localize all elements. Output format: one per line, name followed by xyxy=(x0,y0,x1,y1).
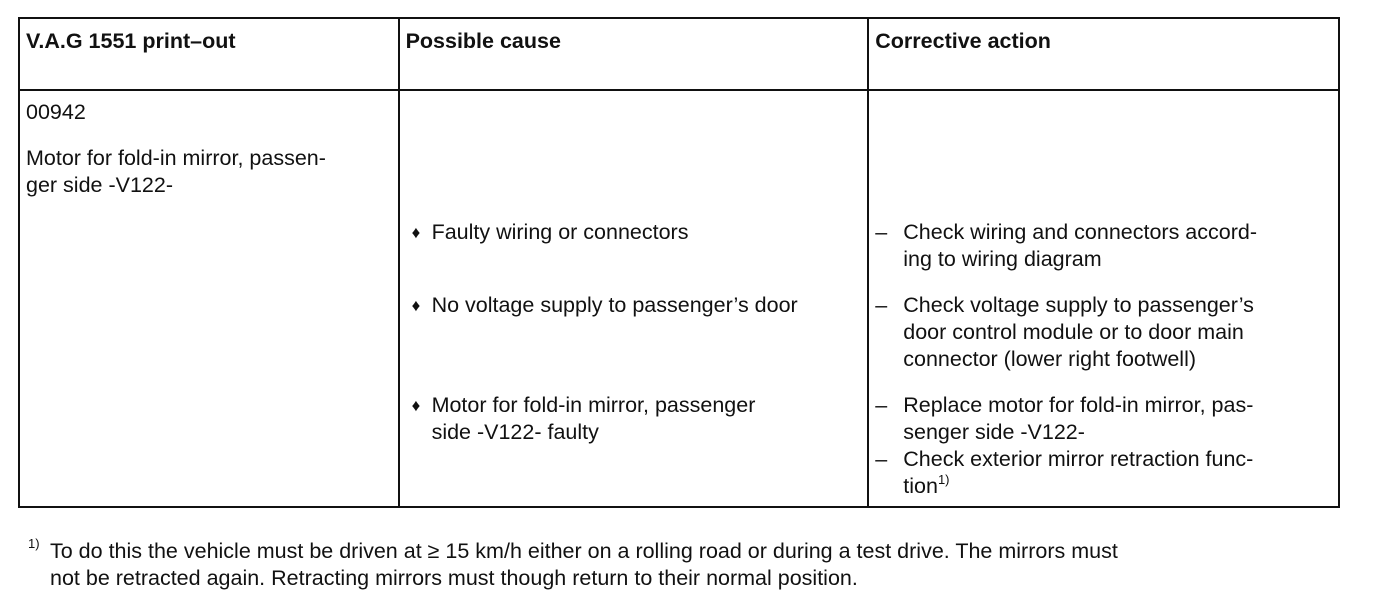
dash-bullet: – xyxy=(875,447,888,471)
action-text-tail: tion xyxy=(903,474,938,498)
action-text: ing to wiring diagram xyxy=(903,247,1102,271)
cause-text: Faulty wiring or connectors xyxy=(431,220,689,244)
action-text: door control module or to door main xyxy=(903,320,1244,344)
dash-bullet: – xyxy=(875,293,888,317)
fault-table: V.A.G 1551 print–out Possible cause Corr… xyxy=(18,17,1340,508)
table-row: 00942 Motor for fold-in mirror, passen- … xyxy=(18,89,1340,508)
cause-cell: ♦ Faulty wiring or connectors ♦ No volta… xyxy=(397,89,870,508)
header-printout-label: V.A.G 1551 print–out xyxy=(26,29,236,53)
cause-item: ♦ Motor for fold-in mirror, passenger si… xyxy=(412,392,862,446)
header-cause-label: Possible cause xyxy=(405,29,561,53)
component-name: Motor for fold-in mirror, passen- ger si… xyxy=(26,145,386,199)
diamond-bullet-icon: ♦ xyxy=(411,296,421,315)
fault-code: 00942 xyxy=(26,100,86,124)
footnote-mark: 1) xyxy=(28,536,40,551)
component-line: ger side -V122- xyxy=(26,173,173,197)
cause-item: ♦ Faulty wiring or connectors xyxy=(412,219,862,246)
cause-text: Motor for fold-in mirror, passenger xyxy=(431,393,756,417)
table-header-row: V.A.G 1551 print–out Possible cause Corr… xyxy=(18,17,1340,91)
action-text: Check voltage supply to passenger’s xyxy=(903,293,1254,317)
footnote: 1) To do this the vehicle must be driven… xyxy=(28,536,1348,592)
footnote-ref[interactable]: 1) xyxy=(937,472,950,487)
header-cause: Possible cause xyxy=(397,17,870,91)
action-item: – Check voltage supply to passenger’s do… xyxy=(875,292,1325,373)
footnote-line: To do this the vehicle must be driven at… xyxy=(50,539,1118,563)
action-text: tion1) xyxy=(903,473,1325,500)
action-text: connector (lower right footwell) xyxy=(903,347,1197,371)
cause-item: ♦ No voltage supply to passenger’s door xyxy=(412,292,862,319)
header-printout: V.A.G 1551 print–out xyxy=(18,17,400,91)
cause-text: No voltage supply to passenger’s door xyxy=(431,293,798,317)
action-item: – Replace motor for fold-in mirror, pas-… xyxy=(875,392,1325,446)
footnote-text: To do this the vehicle must be driven at… xyxy=(50,538,1118,592)
cause-text: side -V122- faulty xyxy=(431,420,599,444)
action-item: – Check wiring and connectors accord- in… xyxy=(875,219,1325,273)
action-text: Check exterior mirror retraction func- xyxy=(903,447,1254,471)
header-action-label: Corrective action xyxy=(875,29,1051,53)
diamond-bullet-icon: ♦ xyxy=(411,223,421,242)
action-text: senger side -V122- xyxy=(903,420,1085,444)
dash-bullet: – xyxy=(875,220,888,244)
header-action: Corrective action xyxy=(867,17,1340,91)
diamond-bullet-icon: ♦ xyxy=(411,396,421,415)
footnote-line: not be retracted again. Retracting mirro… xyxy=(50,566,858,590)
printout-cell: 00942 Motor for fold-in mirror, passen- … xyxy=(18,89,400,508)
component-line: Motor for fold-in mirror, passen- xyxy=(26,146,326,170)
action-text: Check wiring and connectors accord- xyxy=(903,220,1257,244)
action-text: Replace motor for fold-in mirror, pas- xyxy=(903,393,1254,417)
dash-bullet: – xyxy=(875,393,888,417)
action-item: – Check exterior mirror retraction func-… xyxy=(875,446,1325,500)
action-cell: – Check wiring and connectors accord- in… xyxy=(867,89,1340,508)
